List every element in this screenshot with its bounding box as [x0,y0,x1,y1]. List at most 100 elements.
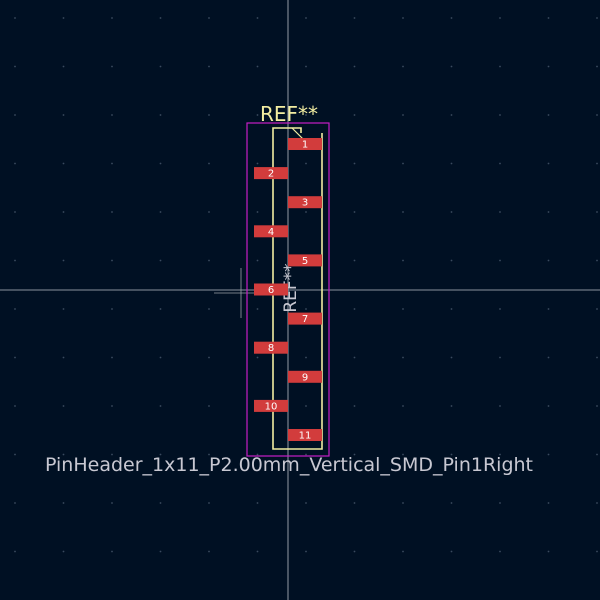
grid-dot [111,356,113,359]
grid-dot [499,356,501,359]
grid-dot [402,211,404,213]
grid-dot [159,65,162,68]
pad-shape[interactable] [254,283,288,296]
pad-shape[interactable] [288,138,322,150]
pad-shape[interactable] [254,341,288,354]
grid-dot [499,17,501,19]
grid-dot [547,405,550,407]
grid-dot [208,308,210,310]
pad-5[interactable]: 5 [288,254,322,267]
grid-dot [208,502,210,504]
grid-dot [596,17,598,19]
grid-dot [402,65,404,68]
pad-shape[interactable] [288,429,322,441]
pads-group: 1 2 3 4 5 6 7 8 9 10 11 [254,138,322,442]
pad-6[interactable]: 6 [254,283,288,297]
pad-11[interactable]: 11 [288,429,322,442]
grid-dot [547,162,550,165]
pad-1[interactable]: 1 [288,138,322,151]
pad-shape[interactable] [288,312,322,325]
pad-shape[interactable] [288,254,322,267]
pad-3[interactable]: 3 [288,196,322,209]
pad-shape[interactable] [254,225,288,238]
grid-dot [596,405,598,407]
grid-dot [596,65,598,68]
pad-shape[interactable] [288,196,322,209]
pad-shape[interactable] [288,370,322,383]
grid-dot [62,550,65,553]
grid-dot [402,17,404,19]
grid-dot [256,453,259,456]
grid-dot [353,17,356,19]
pad-9[interactable]: 9 [288,370,322,384]
grid-dot [402,405,404,407]
pad-7[interactable]: 7 [288,312,322,326]
grid-dot [402,356,404,359]
pad-number-label: 3 [302,198,308,209]
grid-dot [159,356,162,359]
grid-dot [62,356,65,359]
grid-dot [353,356,356,359]
pad-number-label: 8 [268,343,274,354]
grid-dot [62,114,65,116]
grid-dot [353,211,356,213]
grid-dot [256,211,259,213]
grid-dot [256,502,259,504]
pad-8[interactable]: 8 [254,341,288,355]
reference-label[interactable]: REF** [260,102,318,126]
grid-dot [62,211,65,213]
pad-number-label: 1 [302,140,308,151]
grid-dot [305,211,307,213]
grid-dot [111,114,113,116]
grid-dot [208,356,210,359]
grid-dot [256,550,259,553]
courtyard-outline[interactable] [246,122,330,457]
grid-dot [402,162,404,165]
grid-dot [111,405,113,407]
pad-2[interactable]: 2 [254,167,288,180]
pad-10[interactable]: 10 [254,399,288,413]
grid-dot [159,550,162,553]
grid-dot [353,405,356,407]
grid-dot [14,162,16,165]
grid-dot [450,502,453,504]
grid-dot [450,211,453,213]
grid-dot [547,453,550,456]
grid-dot [450,114,453,116]
grid-dot [111,550,113,553]
grid-dot [547,259,550,262]
grid-dot [450,162,453,165]
pad-number-label: 11 [299,431,312,442]
grid-dots [14,17,598,553]
grid-dot [305,308,307,310]
grid-dot [14,65,16,68]
grid-dot [547,308,550,310]
grid-dot [256,308,259,310]
grid-dot [402,550,404,553]
grid-dot [402,308,404,310]
value-label[interactable]: PinHeader_1x11_P2.00mm_Vertical_SMD_Pin1… [45,454,533,476]
grid-dot [111,259,113,262]
pad-shape[interactable] [254,399,288,412]
grid-dot [14,405,16,407]
grid-dot [14,17,16,19]
grid-dot [256,259,259,262]
pad-number-label: 4 [268,227,274,238]
grid-dot [62,453,65,456]
pad-number-label: 6 [268,285,274,296]
grid-dot [14,259,16,262]
grid-dot [159,114,162,116]
grid-dot [305,405,307,407]
grid-dot [353,259,356,262]
grid-dot [62,308,65,310]
grid-dot [256,17,259,19]
grid-dot [111,502,113,504]
grid-dot [256,356,259,359]
grid-dot [450,405,453,407]
grid-dot [208,17,210,19]
pad-4[interactable]: 4 [254,225,288,238]
grid-dot [159,211,162,213]
pad-shape[interactable] [254,167,288,180]
grid-dot [450,308,453,310]
